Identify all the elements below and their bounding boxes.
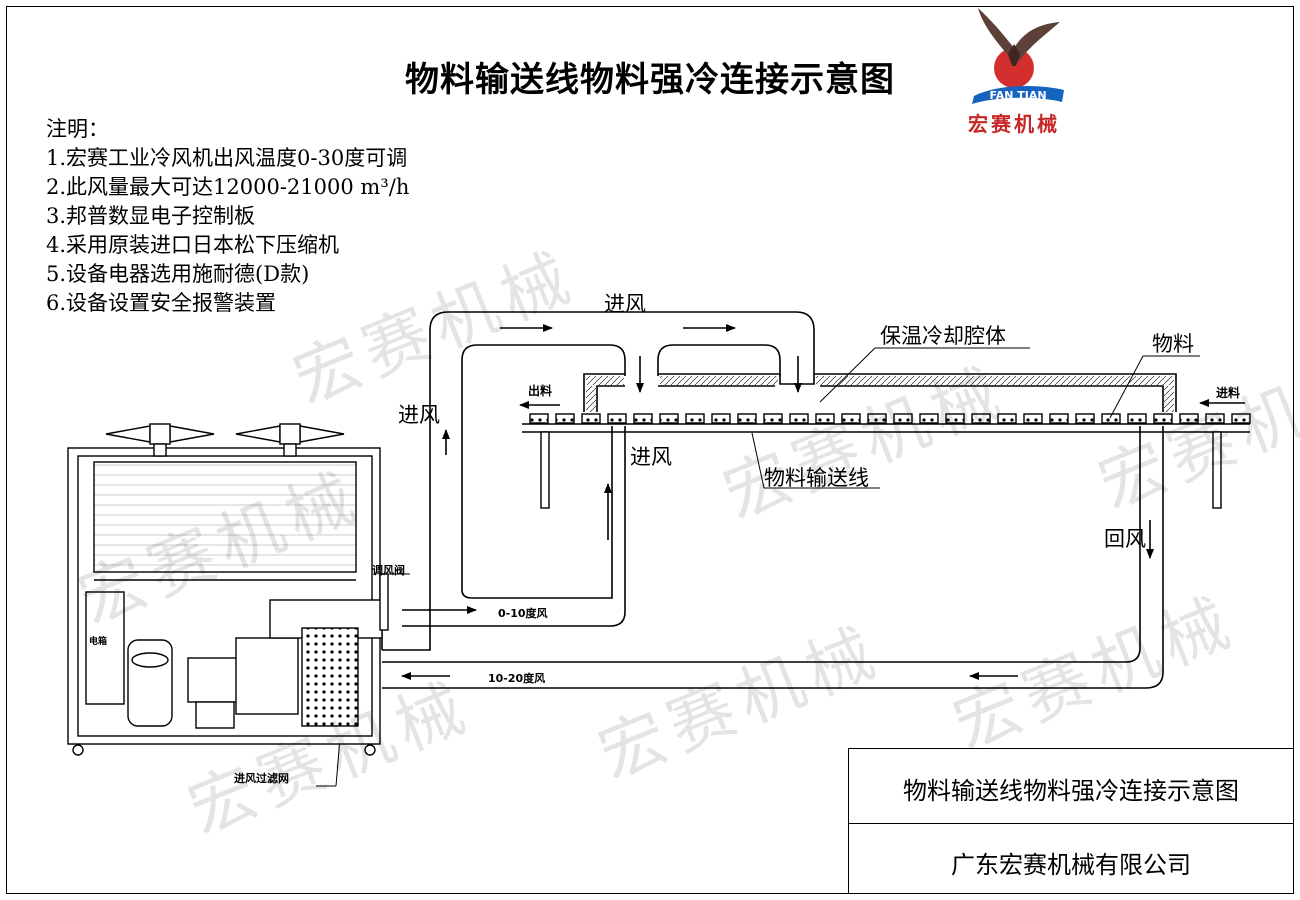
label-inlet: 进料: [1216, 386, 1241, 400]
logo-latin: FAN TIAN: [989, 89, 1046, 102]
label-air-10-20: 10-20度风: [488, 672, 546, 685]
label-filter: 进风过滤网: [234, 772, 289, 785]
label-inlet-air-mid: 进风: [630, 445, 672, 469]
chiller-unit: [67, 423, 389, 756]
label-insulated-chamber: 保温冷却腔体: [880, 324, 1006, 348]
logo-brand-cn: 宏赛机械: [968, 112, 1060, 136]
label-electric-box: 电箱: [89, 637, 108, 647]
motor-icon: [187, 657, 239, 703]
company-logo: FAN TIAN: [972, 8, 1064, 104]
label-air-0-10: 0-10度风: [498, 607, 548, 620]
title-block-company: 广东宏赛机械有限公司: [951, 851, 1191, 879]
note-item: 1.宏赛工业冷风机出风温度0-30度可调: [46, 146, 408, 170]
label-return-air: 回风: [1104, 527, 1146, 551]
label-conveyor: 物料输送线: [764, 466, 869, 490]
damper-icon: [379, 573, 389, 631]
supply-branch-duct: [461, 426, 613, 599]
notes-heading: 注明：: [46, 117, 109, 141]
insulated-chamber: [583, 373, 1177, 412]
logo-sun-icon: [994, 48, 1034, 88]
label-outlet: 出料: [528, 384, 553, 398]
note-item: 4.采用原装进口日本松下压缩机: [46, 233, 340, 257]
notes-block: 注明： 1.宏赛工业冷风机出风温度0-30度可调 2.此风量最大可达12000-…: [46, 115, 409, 318]
label-material: 物料: [1152, 332, 1194, 356]
condenser-fan-icon: [105, 423, 345, 457]
conveyor-line: [522, 413, 1251, 509]
note-item: 5.设备电器选用施耐德(D款): [46, 262, 310, 286]
note-item: 2.此风量最大可达12000-21000 m³/h: [46, 175, 410, 199]
page-title: 物料输送线物料强冷连接示意图: [405, 60, 895, 100]
label-damper: 调风阀: [372, 564, 405, 577]
title-block-divider: [849, 823, 1293, 824]
supply-duct-inner: [402, 344, 626, 611]
airflow-arrows: [401, 324, 1245, 680]
title-block-title: 物料输送线物料强冷连接示意图: [903, 777, 1239, 805]
drawing-frame: [6, 6, 1294, 894]
supply-duct-outer: [382, 311, 815, 651]
label-inlet-air-top: 进风: [604, 292, 646, 316]
filter-icon: [301, 627, 359, 727]
logo-wave-icon: [972, 86, 1064, 104]
note-item: 6.设备设置安全报警装置: [46, 291, 277, 315]
label-inlet-air-left: 进风: [398, 403, 440, 427]
return-duct: [382, 426, 1164, 689]
compressor-icon: [127, 639, 173, 727]
eagle-icon: [978, 8, 1060, 62]
note-item: 3.邦普数显电子控制板: [46, 204, 256, 228]
title-block: 物料输送线物料强冷连接示意图 广东宏赛机械有限公司: [848, 748, 1294, 894]
